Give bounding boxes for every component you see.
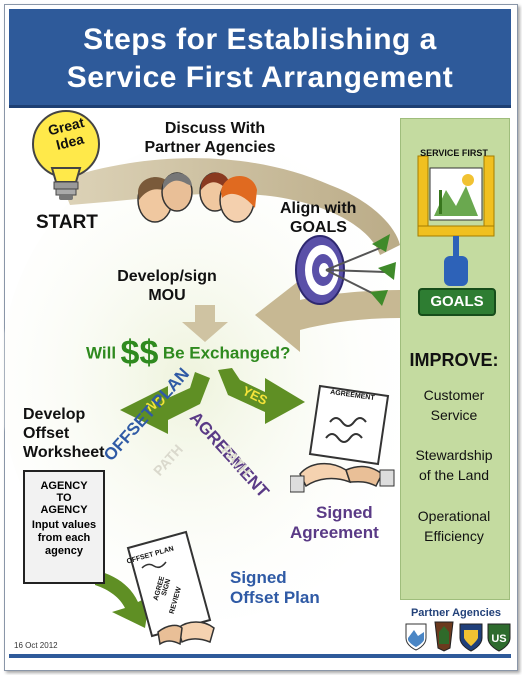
improve-item-1-line-2: Service (430, 407, 478, 423)
usfs-shield-icon: US (487, 623, 511, 652)
worksheet-line-1: AGENCY (40, 480, 88, 492)
offset-plan-document-icon (126, 530, 215, 646)
title-line-2: Service First Arrangement (66, 61, 454, 94)
worksheet-arrow (95, 570, 150, 628)
signed-offset-line-1: Signed (230, 568, 287, 587)
title-banner: Steps for Establishing a Service First A… (9, 9, 511, 108)
improve-item-2-line-2: of the Land (418, 467, 490, 483)
improve-item-1-line-1: Customer (423, 387, 485, 403)
align-line-1: Align with (280, 200, 357, 217)
improve-item-3-line-2: Efficiency (424, 528, 484, 544)
lightbulb-icon (32, 110, 100, 200)
improve-item-3: Operational Efficiency (400, 506, 508, 546)
yes-arrow (218, 368, 305, 424)
agency-logos: US (405, 621, 511, 652)
signed-agreement-line-1: Signed (316, 503, 373, 522)
question-prefix: Will (86, 343, 117, 363)
worksheet-line-4: Input values (31, 519, 97, 531)
offset-line-1: Develop (23, 406, 86, 423)
worksheet-line-5: from each (37, 532, 91, 544)
question-suffix: Be Exchanged? (162, 343, 291, 363)
svg-text:US: US (491, 633, 506, 645)
improve-item-1: Customer Service (400, 385, 508, 425)
improve-heading: IMPROVE: (409, 350, 499, 370)
blm-logo-icon (405, 623, 427, 651)
target-icon (295, 234, 396, 306)
exchange-question: Will $$ Be Exchanged? (86, 334, 290, 373)
goals-badge: GOALS (418, 288, 496, 316)
service-first-goalpost-icon (417, 155, 495, 286)
offset-line-3: Worksheet (23, 444, 105, 461)
offset-line-2: Offset (23, 425, 70, 442)
discuss-line-2: Partner Agencies (144, 139, 276, 156)
no-arrow (120, 372, 210, 434)
partner-agencies-label: Partner Agencies (410, 607, 502, 619)
worksheet-line-3: AGENCY (40, 504, 88, 516)
discuss-line-1: Discuss With (164, 120, 266, 137)
partner-people-icon (137, 172, 257, 223)
improve-item-2-line-1: Stewardship (415, 447, 493, 463)
signed-offset-line-2: Offset Plan (230, 588, 320, 607)
title-line-1: Steps for Establishing a (83, 23, 437, 56)
mou-line-2: MOU (148, 287, 186, 304)
question-money: $$ (120, 334, 159, 372)
return-arrow (255, 280, 400, 352)
nps-arrowhead-icon (434, 621, 454, 652)
down-arrow (182, 305, 228, 342)
agency-worksheet-box: AGENCY TO AGENCY Input values from each … (23, 470, 105, 584)
improve-item-3-line-1: Operational (417, 508, 491, 524)
worksheet-line-2: TO (56, 492, 72, 504)
footer-rule (9, 654, 511, 658)
align-line-2: GOALS (290, 219, 347, 236)
mou-line-1: Develop/sign (117, 268, 217, 285)
agreement-document-icon (290, 384, 395, 493)
service-first-label: SERVICE FIRST (420, 148, 488, 158)
improve-item-2: Stewardship of the Land (400, 445, 508, 485)
date-stamp: 16 Oct 2012 (14, 641, 58, 650)
fws-shield-icon (459, 623, 483, 652)
worksheet-line-6: agency (45, 545, 83, 557)
start-label: START (36, 212, 98, 233)
signed-agreement-line-2: Agreement (290, 523, 379, 542)
